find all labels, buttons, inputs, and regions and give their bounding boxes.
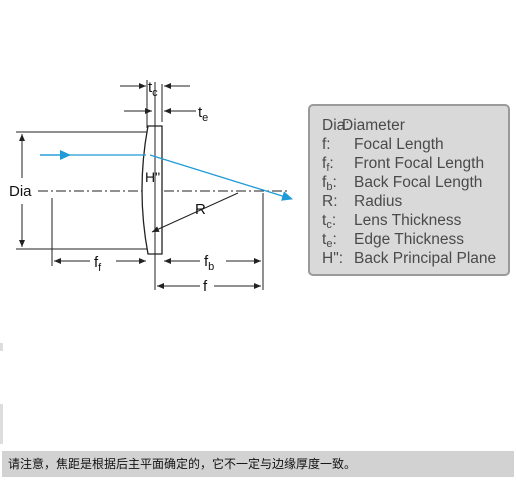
dia-label: Dia <box>9 183 32 200</box>
legend-symbol: te: <box>322 231 337 250</box>
legend-symbol: f: <box>322 136 331 153</box>
plano-convex-lens <box>141 125 163 255</box>
refracted-ray <box>149 154 293 201</box>
legend-definition: Lens Thickness <box>354 212 462 229</box>
legend-item: H": Back Principal Plane <box>322 249 508 268</box>
legend-item: fb: Back Focal Length <box>322 173 508 193</box>
legend-definition: Front Focal Length <box>354 155 485 172</box>
note-bar: 请注意，焦距是根据后主平面确定的，它不一定与边缘厚度一致。 <box>2 451 514 477</box>
legend-definition: Back Principal Plane <box>354 250 497 267</box>
legend-item: f: Focal Length <box>322 135 508 154</box>
radius-label: R <box>195 201 206 218</box>
legend-symbol: R: <box>322 193 338 210</box>
legend-definition: Focal Length <box>354 136 444 153</box>
legend-item: tc: Lens Thickness <box>322 211 508 231</box>
left-edge-mark-lower <box>0 404 3 444</box>
fb-label: fb <box>204 253 214 273</box>
legend-item: R: Radius <box>322 192 508 211</box>
legend-symbol: fb: <box>322 174 337 193</box>
legend-definition: Diameter <box>342 117 405 134</box>
legend-symbol: tc: <box>322 212 337 231</box>
tc-label: tc <box>148 79 158 99</box>
legend-definition: Radius <box>354 193 403 210</box>
legend-symbol: H": <box>322 250 344 267</box>
legend-definition: Back Focal Length <box>354 174 483 191</box>
ff-label: ff <box>94 254 102 274</box>
f-label: f <box>203 278 208 295</box>
principal-plane-label: H" <box>145 169 160 185</box>
radius-line <box>151 192 239 233</box>
te-label: te <box>198 104 208 124</box>
legend-symbol: Dia: <box>322 117 350 134</box>
legend-item: ff: Front Focal Length <box>322 154 508 174</box>
legend-symbol: ff: <box>322 155 334 174</box>
legend-definition: Edge Thickness <box>354 231 464 248</box>
left-edge-mark <box>0 343 3 351</box>
note-text: 请注意，焦距是根据后主平面确定的，它不一定与边缘厚度一致。 <box>8 457 357 471</box>
legend-item: te: Edge Thickness <box>322 230 508 250</box>
legend-item: Dia:Diameter <box>322 116 508 135</box>
